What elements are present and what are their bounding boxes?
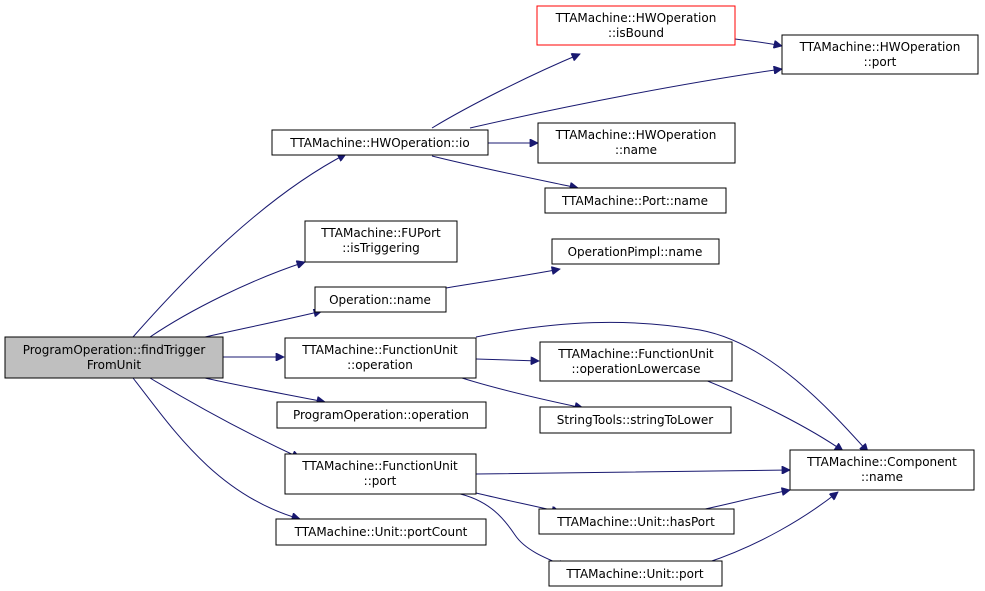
node-component-name-line-2: ::name [861,470,903,484]
edge-root-to-hwop-io [132,153,346,338]
node-component-name[interactable]: TTAMachine::Component ::name [789,449,975,491]
edge-fu-operation-to-component-name [475,321,868,452]
node-hwop-port[interactable]: TTAMachine::HWOperation ::port [781,34,979,75]
node-root[interactable]: ProgramOperation::findTrigger FromUnit [4,336,224,379]
edge-unit-port-to-component-name [705,492,838,564]
node-fu-operation[interactable]: TTAMachine::FunctionUnit ::operation [284,337,477,379]
node-hwop-isbound[interactable]: TTAMachine::HWOperation ::isBound [536,5,736,46]
edge-root-to-programoperation-operation [204,377,325,402]
node-port-name-label: TTAMachine::Port::name [561,194,708,208]
node-root-line-2: FromUnit [87,358,141,372]
node-fu-operation-lowercase-line-2: ::operationLowercase [572,362,701,376]
edge-isbound-to-hwop-port [734,38,782,46]
node-fuport-istriggering[interactable]: TTAMachine::FUPort ::isTriggering [304,220,458,263]
node-fu-port[interactable]: TTAMachine::FunctionUnit ::port [284,453,477,495]
edge-hwop-io-to-port-name [431,155,578,188]
node-stringtools-tolower-label: StringTools::stringToLower [557,413,714,427]
node-fu-operation-lowercase[interactable]: TTAMachine::FunctionUnit ::operationLowe… [539,341,733,382]
node-hwop-port-line-1: TTAMachine::HWOperation [799,40,961,54]
edge-root-to-unit-portcount [132,377,300,519]
node-unit-hasport[interactable]: TTAMachine::Unit::hasPort [538,508,735,535]
node-component-name-line-1: TTAMachine::Component [806,455,957,469]
edge-root-to-fu-port [149,377,300,458]
node-root-line-1: ProgramOperation::findTrigger [23,343,206,357]
node-fuport-istriggering-line-1: TTAMachine::FUPort [320,226,441,240]
node-hwop-name[interactable]: TTAMachine::HWOperation ::name [537,122,736,164]
node-unit-hasport-label: TTAMachine::Unit::hasPort [556,515,715,529]
node-hwop-isbound-line-1: TTAMachine::HWOperation [555,11,717,25]
nodes: ProgramOperation::findTrigger FromUnit T… [4,5,979,587]
node-fu-operation-line-1: TTAMachine::FunctionUnit [301,343,458,357]
node-hwop-isbound-line-2: ::isBound [608,26,664,40]
edge-fu-operation-to-stringtolower [461,377,583,408]
node-hwop-io[interactable]: TTAMachine::HWOperation::io [271,129,489,156]
node-unit-portcount[interactable]: TTAMachine::Unit::portCount [275,518,487,546]
edge-root-to-operation-name [204,311,322,338]
node-unit-port-label: TTAMachine::Unit::port [565,567,703,581]
node-operationpimpl-name-label: OperationPimpl::name [568,245,703,259]
edge-hwop-io-to-isbound [431,54,580,129]
node-operation-name-label: Operation::name [329,293,431,307]
node-stringtools-tolower[interactable]: StringTools::stringToLower [539,406,732,434]
node-port-name[interactable]: TTAMachine::Port::name [544,187,727,214]
node-hwop-io-label: TTAMachine::HWOperation::io [289,136,469,150]
edge-fu-port-to-unit-port [455,492,567,567]
node-fuport-istriggering-line-2: ::isTriggering [342,241,420,255]
node-unit-port[interactable]: TTAMachine::Unit::port [548,560,723,587]
edge-root-to-fuport-istriggering [149,262,305,338]
node-fu-operation-lowercase-line-1: TTAMachine::FunctionUnit [557,347,714,361]
node-fu-operation-line-2: ::operation [347,358,413,372]
edge-fu-operation-to-lowercase [475,359,539,361]
edge-operation-name-to-pimpl-name [445,269,560,289]
node-operationpimpl-name[interactable]: OperationPimpl::name [551,238,720,265]
edge-hwop-io-to-hwop-port [469,69,782,129]
node-programoperation-operation[interactable]: ProgramOperation::operation [276,401,487,429]
edges [132,38,868,567]
node-fu-port-line-2: ::port [364,474,397,488]
node-fu-port-line-1: TTAMachine::FunctionUnit [301,459,458,473]
node-programoperation-operation-label: ProgramOperation::operation [293,408,469,422]
node-hwop-name-line-2: ::name [615,143,657,157]
edge-fu-port-to-component-name [475,470,790,475]
node-hwop-port-line-2: ::port [864,55,897,69]
node-unit-portcount-label: TTAMachine::Unit::portCount [294,525,468,539]
node-hwop-name-line-1: TTAMachine::HWOperation [555,128,717,142]
node-operation-name[interactable]: Operation::name [314,286,447,313]
edge-lowercase-to-component-name [704,379,843,451]
edge-hasport-to-component-name [695,490,790,512]
